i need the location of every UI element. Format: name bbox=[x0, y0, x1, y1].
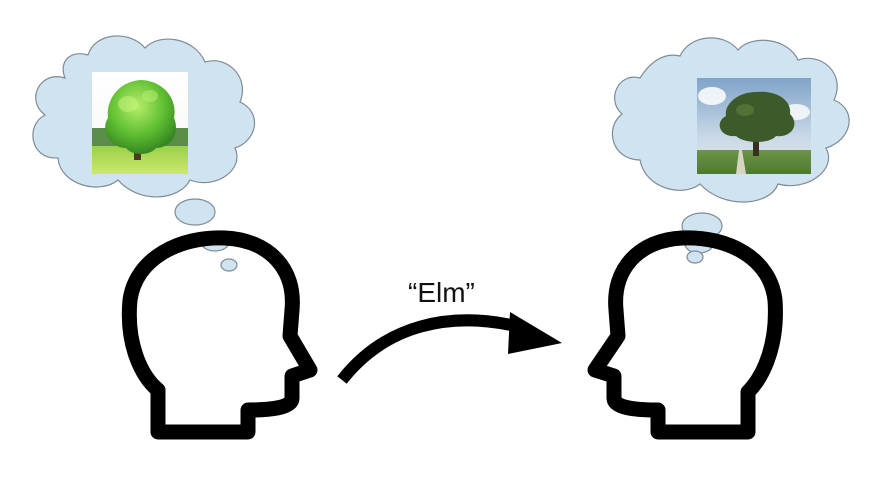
right-tree-photo bbox=[697, 78, 811, 174]
thought-dot-small bbox=[686, 250, 704, 264]
curved-arrow-icon bbox=[337, 314, 522, 384]
arrow-head bbox=[508, 312, 562, 354]
spoken-word-label: “Elm” bbox=[408, 277, 475, 308]
thought-dot-small bbox=[220, 258, 238, 272]
right-head-outline-icon bbox=[587, 230, 783, 440]
left-head-outline-icon bbox=[121, 230, 318, 440]
thought-dot-large bbox=[174, 198, 216, 226]
left-tree-photo bbox=[92, 72, 188, 174]
spoken-word-arrow bbox=[337, 312, 562, 384]
